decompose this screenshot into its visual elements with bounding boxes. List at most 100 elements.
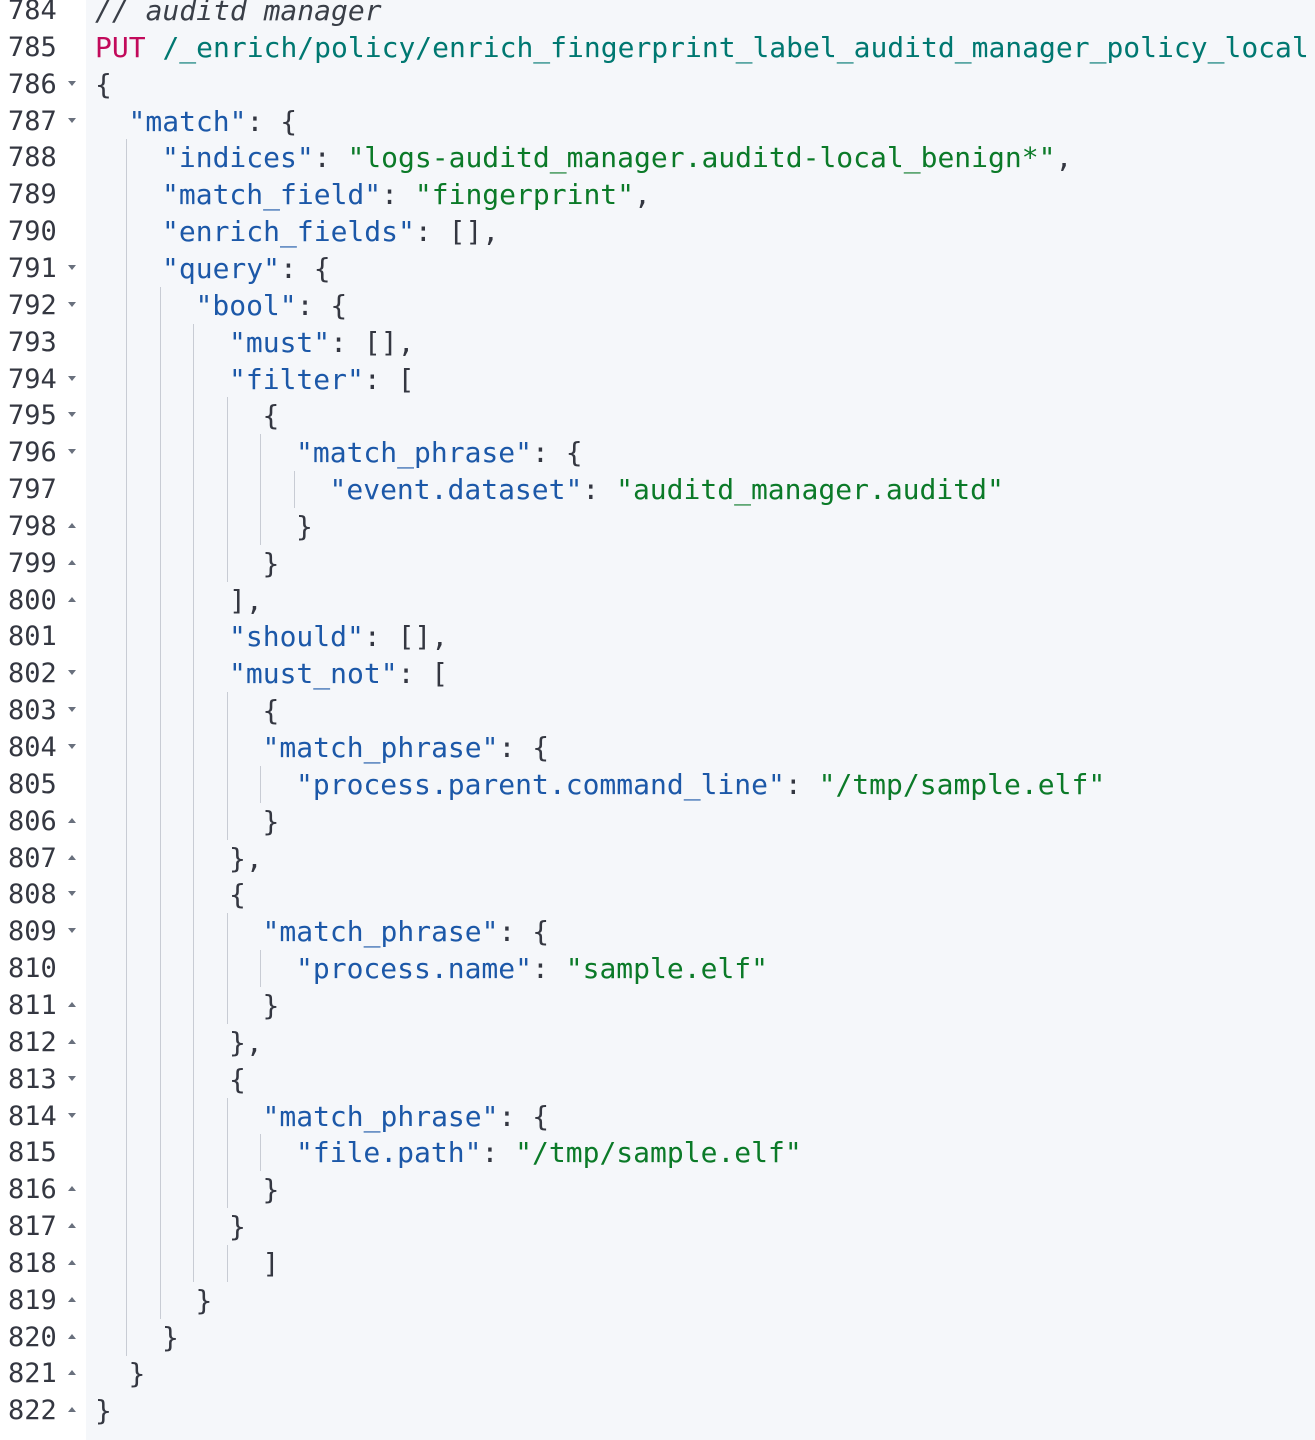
token-str: "sample.elf" (565, 952, 769, 986)
code-line[interactable]: 807}, (0, 839, 1315, 881)
code-line[interactable]: 815"file.path": "/tmp/sample.elf" (0, 1134, 1315, 1175)
code-line[interactable]: 809"match_phrase": { (0, 913, 1315, 954)
indent-guide (159, 1023, 161, 1061)
indent-guide (126, 507, 127, 545)
line-number: 786 (8, 68, 57, 100)
code-line[interactable]: 792"bool": { (0, 286, 1315, 328)
code-line[interactable]: 787"match": { (0, 106, 1315, 144)
code-line[interactable]: 799} (0, 544, 1315, 586)
code-line[interactable]: 820} (0, 1318, 1315, 1360)
indent-guide (126, 1060, 127, 1098)
caret-down-icon[interactable] (68, 707, 76, 713)
caret-down-icon[interactable] (68, 928, 76, 934)
code-line[interactable]: 810"process.name": "sample.elf" (0, 950, 1315, 991)
caret-up-icon[interactable] (68, 1259, 76, 1265)
token-punc: { (262, 694, 280, 728)
code-line[interactable]: 800], (0, 581, 1315, 623)
caret-down-icon[interactable] (68, 264, 76, 270)
code-line[interactable]: 793"must": [], (0, 323, 1315, 365)
code-line[interactable]: 822} (0, 1396, 1315, 1433)
code-line[interactable]: 801"should": [], (0, 618, 1315, 659)
code-line[interactable]: 814"match_phrase": { (0, 1097, 1315, 1139)
indent-guide (159, 1244, 161, 1282)
caret-up-icon[interactable] (68, 1333, 76, 1339)
indent-guide (159, 471, 161, 509)
code-line[interactable]: 797"event.dataset": "auditd_manager.audi… (0, 471, 1315, 512)
code-line[interactable]: 789"match_field": "fingerprint", (0, 176, 1315, 217)
code-line[interactable]: 786{ (0, 68, 1315, 107)
code-line[interactable]: 816} (0, 1171, 1315, 1212)
line-number: 811 (8, 989, 57, 1021)
code-line[interactable]: 794"filter": [ (0, 360, 1315, 402)
code-line[interactable]: 813{ (0, 1060, 1315, 1102)
caret-up-icon[interactable] (68, 1296, 76, 1302)
line-number: 799 (8, 547, 57, 579)
code-line[interactable]: 804"match_phrase": { (0, 729, 1315, 770)
indent-guide (193, 986, 194, 1024)
caret-down-icon[interactable] (68, 117, 76, 123)
caret-down-icon[interactable] (68, 412, 76, 418)
code-text: { (229, 880, 246, 910)
code-line[interactable]: 821} (0, 1359, 1315, 1396)
caret-up-icon[interactable] (68, 1001, 76, 1007)
token-punc: : { (532, 436, 583, 470)
code-line[interactable]: 796"match_phrase": { (0, 434, 1315, 475)
caret-up-icon[interactable] (68, 596, 76, 602)
code-line[interactable]: 819} (0, 1281, 1315, 1323)
line-number-cell: 798 (0, 511, 86, 549)
token-punc: { (229, 878, 246, 912)
caret-up-icon[interactable] (68, 1186, 76, 1192)
caret-up-icon[interactable] (68, 522, 76, 528)
indent-guide (159, 286, 161, 324)
caret-up-icon[interactable] (68, 1223, 76, 1229)
caret-up-icon[interactable] (68, 559, 76, 565)
caret-down-icon[interactable] (68, 301, 76, 307)
code-line[interactable]: 805"process.parent.command_line": "/tmp/… (0, 765, 1315, 807)
indent-guide (226, 765, 228, 803)
line-number: 800 (8, 584, 57, 616)
code-line[interactable]: 790"enrich_fields": [], (0, 213, 1315, 254)
code-line[interactable]: 795{ (0, 397, 1315, 438)
code-line[interactable]: 818] (0, 1244, 1315, 1286)
caret-down-icon[interactable] (68, 1112, 76, 1118)
line-number-cell: 795 (0, 401, 86, 438)
caret-up-icon[interactable] (68, 1038, 76, 1044)
line-number: 788 (8, 142, 57, 174)
code-line[interactable]: 784// auditd manager (0, 0, 1315, 33)
indent-guide (193, 360, 194, 398)
caret-up-icon[interactable] (68, 854, 76, 860)
code-line[interactable]: 791"query": { (0, 249, 1315, 291)
caret-up-icon[interactable] (68, 1370, 76, 1376)
caret-up-icon[interactable] (68, 817, 76, 823)
code-line[interactable]: 788"indices": "logs-auditd_manager.audit… (0, 139, 1315, 180)
indent-guide (193, 765, 194, 803)
caret-down-icon[interactable] (68, 1075, 76, 1081)
caret-down-icon[interactable] (68, 449, 76, 455)
token-key: "process.name" (296, 952, 533, 986)
code-line[interactable]: 802"must_not": [ (0, 655, 1315, 696)
code-line[interactable]: 812}, (0, 1023, 1315, 1065)
code-line[interactable]: 798} (0, 507, 1315, 549)
indent-guide (226, 1134, 228, 1172)
line-number: 793 (8, 326, 57, 358)
token-key: "must" (229, 325, 331, 359)
code-line[interactable]: 811} (0, 986, 1315, 1028)
code-line[interactable]: 803{ (0, 692, 1315, 733)
line-number: 822 (8, 1395, 57, 1427)
caret-down-icon[interactable] (68, 744, 76, 749)
caret-down-icon[interactable] (68, 375, 76, 381)
code-area[interactable] (86, 0, 1315, 1440)
code-line[interactable]: 806} (0, 802, 1315, 844)
caret-up-icon[interactable] (68, 1407, 76, 1413)
code-text: }, (229, 843, 263, 874)
caret-down-icon[interactable] (68, 891, 76, 897)
code-line[interactable]: 817} (0, 1208, 1315, 1249)
indent-guide (126, 434, 127, 472)
caret-down-icon[interactable] (68, 80, 76, 86)
line-number-cell: 810 (0, 954, 86, 991)
indent-guide (193, 1244, 194, 1282)
caret-down-icon[interactable] (68, 670, 76, 676)
code-line[interactable]: 808{ (0, 876, 1315, 917)
